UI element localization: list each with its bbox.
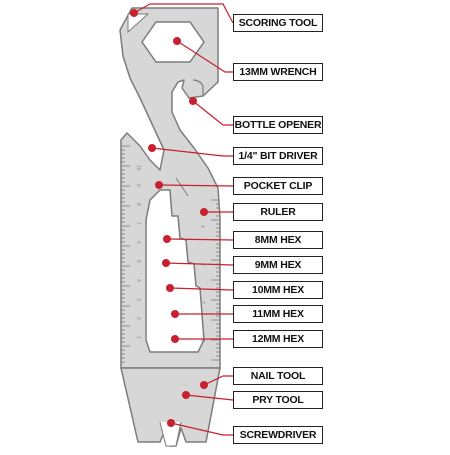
- ruler-cm-label: 2: [135, 317, 141, 320]
- label-nail-tool: NAIL TOOL: [233, 367, 323, 385]
- ruler-inch-label: 4: [201, 225, 207, 228]
- label-ruler: RULER: [233, 203, 323, 221]
- leader-line: [192, 100, 233, 126]
- nail-tool-notch: [159, 421, 182, 447]
- callout-dot: [162, 259, 170, 267]
- leader-line: [133, 3, 234, 24]
- label-bottle-opener: BOTTLE OPENER: [233, 116, 323, 134]
- label-10mm-hex: 10MM HEX: [233, 281, 323, 299]
- callout-dot: [189, 97, 197, 105]
- label-9mm-hex: 9MM HEX: [233, 256, 323, 274]
- leader-line: [176, 40, 233, 73]
- callout-dot: [200, 381, 208, 389]
- callout-dot: [171, 335, 179, 343]
- ruler-inch-label: 2: [201, 301, 207, 304]
- callout-dot: [163, 235, 171, 243]
- bottle-opener-hook: [192, 79, 204, 96]
- leader-line: [165, 262, 234, 266]
- leader-line: [170, 422, 233, 436]
- ruler-inch-label: 1: [201, 339, 207, 342]
- ruler-cm-label: 9: [135, 184, 141, 187]
- ruler-cm-label: 1: [135, 336, 141, 339]
- ruler-left-ticks: [121, 145, 130, 363]
- callout-dot: [155, 181, 163, 189]
- leader-line: [151, 147, 233, 157]
- label-bit-driver: 1/4" BIT DRIVER: [233, 147, 323, 165]
- ruler-cm-label: 5: [135, 260, 141, 263]
- callout-dot: [148, 144, 156, 152]
- ruler-cm-label: 3: [135, 298, 141, 301]
- callout-dot: [167, 419, 175, 427]
- pocket-clip-slot: [175, 177, 189, 197]
- label-scoring-tool: SCORING TOOL: [233, 14, 323, 32]
- ruler-cm-label: 10: [135, 165, 141, 171]
- wrench-hex-cutout: [141, 21, 205, 63]
- leader-line: [203, 375, 233, 386]
- ruler-cm-label: 6: [135, 241, 141, 244]
- label-8mm-hex: 8MM HEX: [233, 231, 323, 249]
- leader-lines: [133, 3, 234, 436]
- callout-dot: [200, 208, 208, 216]
- scoring-notch: [127, 13, 150, 34]
- label-screwdriver: SCREWDRIVER: [233, 426, 323, 444]
- callout-dot: [182, 391, 190, 399]
- label-pocket-clip: POCKET CLIP: [233, 177, 323, 195]
- ruler-cm-label: 7: [135, 222, 141, 225]
- callout-dot: [171, 310, 179, 318]
- label-13mm-wrench: 13MM WRENCH: [233, 63, 323, 81]
- leader-line: [158, 184, 234, 187]
- callout-dot: [130, 9, 138, 17]
- ruler-cm-label: 8: [135, 203, 141, 206]
- leader-line: [169, 287, 234, 291]
- callout-dot: [166, 284, 174, 292]
- label-pry-tool: PRY TOOL: [233, 391, 323, 409]
- ruler-cm-label: 4: [135, 279, 141, 282]
- label-12mm-hex: 12MM HEX: [233, 330, 323, 348]
- hex-slot-cutout: [145, 189, 205, 353]
- label-11mm-hex: 11MM HEX: [233, 305, 323, 323]
- ruler-cm-numbers: 10 9 8 7 6 5 4 3 2 1: [135, 165, 141, 339]
- callout-dots: [130, 9, 208, 427]
- leader-line: [166, 238, 234, 241]
- leader-line: [185, 394, 234, 401]
- callout-dot: [173, 37, 181, 45]
